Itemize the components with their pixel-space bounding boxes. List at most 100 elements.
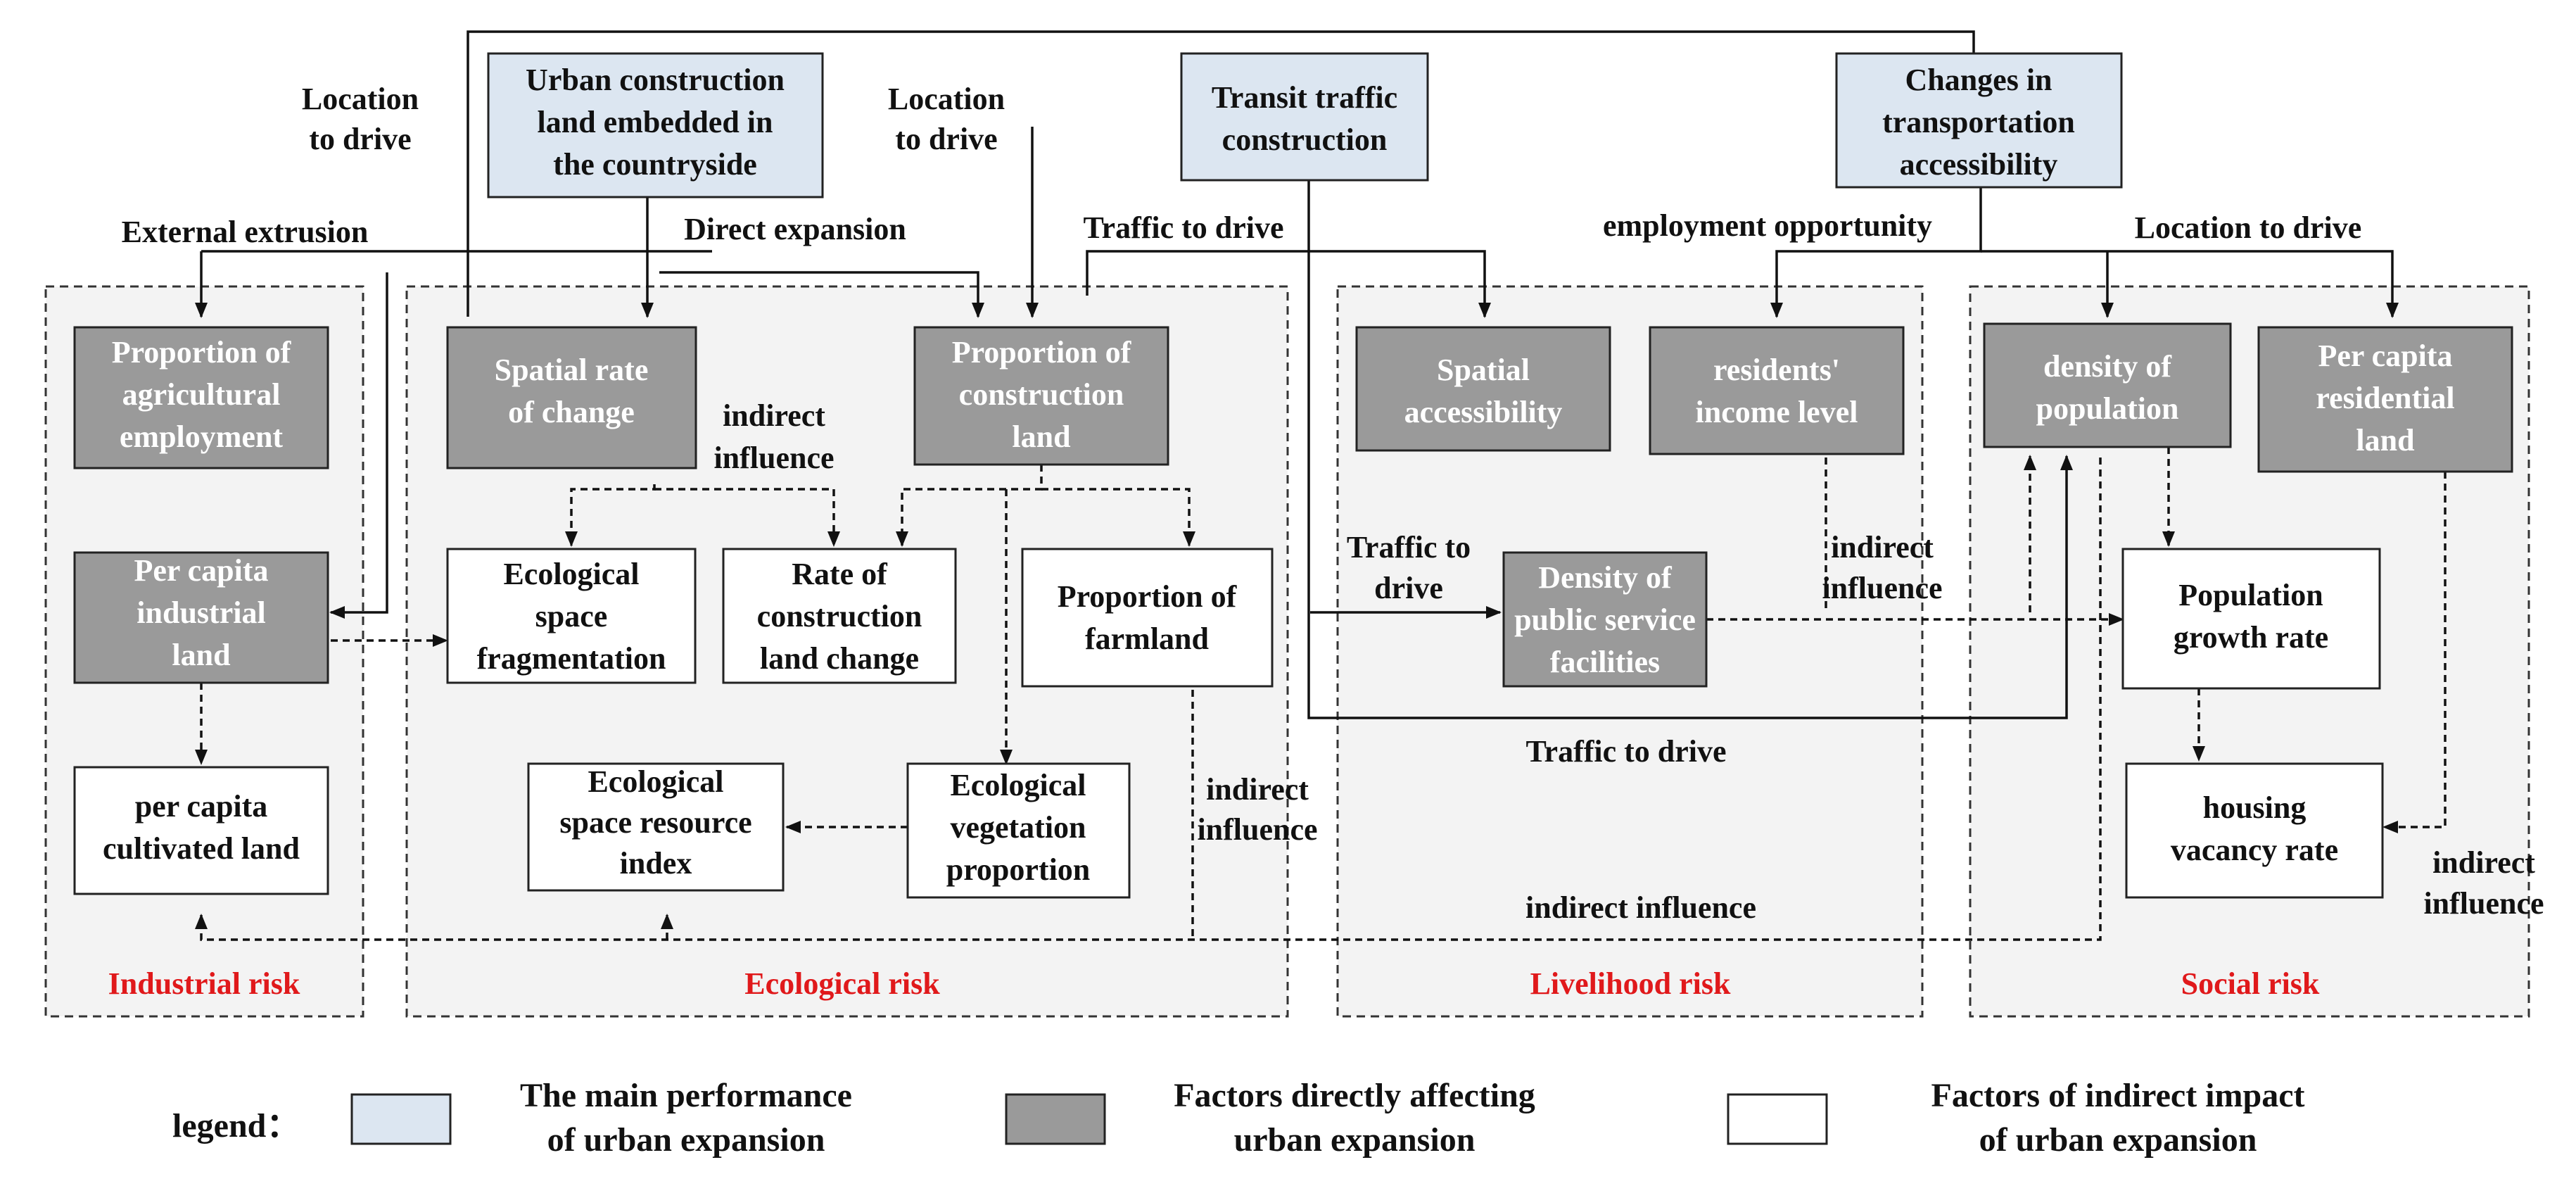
node-spatial-accessibility: Spatial accessibility — [1355, 326, 1611, 452]
node-label: the countryside — [553, 147, 757, 182]
node-label: index — [620, 846, 692, 881]
node-label: land — [172, 638, 230, 672]
node-label: construction — [1222, 122, 1388, 157]
node-label: Spatial — [1437, 353, 1530, 387]
node-per-capita-industrial: Per capita industrial land — [73, 551, 329, 684]
edge-label-location-drive-2: Location — [888, 82, 1005, 116]
legend-swatch-direct — [1005, 1093, 1106, 1145]
node-urban-construction: Urban construction land embedded in the … — [487, 52, 824, 198]
node-density-public-service: Density of public service facilities — [1502, 551, 1708, 688]
node-label: Urban construction — [526, 63, 785, 97]
node-density-population: density of population — [1983, 322, 2232, 448]
node-rate-construction-change: Rate of construction land change — [722, 548, 957, 684]
edge-label-traffic-drive-bottom: Traffic to drive — [1525, 734, 1726, 769]
node-label: residents' — [1713, 353, 1840, 387]
edge-label-indirect-4: indirect influence — [1525, 890, 1756, 925]
node-label: growth rate — [2174, 620, 2328, 655]
edge-label-indirect-3b: influence — [1197, 812, 1317, 847]
risk-label-ecological: Ecological risk — [744, 966, 940, 1001]
node-label: vacancy rate — [2171, 833, 2338, 867]
node-label: Changes in — [1905, 63, 2052, 97]
edge-labels: Location to drive Location to drive Exte… — [122, 82, 2544, 925]
edge-label-traffic-drive-top: Traffic to drive — [1083, 210, 1283, 245]
node-residents-income: residents' income level — [1649, 326, 1905, 455]
node-population-growth: Population growth rate — [2121, 548, 2381, 690]
node-label: population — [2036, 391, 2179, 426]
node-label: residential — [2316, 381, 2454, 415]
edge-label-direct-expansion: Direct expansion — [684, 212, 906, 246]
node-label: of change — [508, 395, 635, 429]
node-label: accessibility — [1900, 147, 2058, 182]
node-label: industrial — [137, 595, 265, 630]
node-label: per capita — [135, 789, 268, 824]
legend-title: legend： — [172, 1107, 300, 1144]
node-label: land — [1012, 419, 1070, 454]
legend-indirect-line1: Factors of indirect impact — [1931, 1077, 2305, 1114]
node-label: Proportion of — [1058, 579, 1238, 614]
node-prop-farmland: Proportion of farmland — [1021, 548, 1274, 688]
legend-swatch-main — [350, 1093, 452, 1145]
node-label: density of — [2043, 349, 2172, 384]
node-label: Per capita — [134, 553, 268, 588]
node-label: agricultural — [122, 377, 281, 412]
legend-direct-line1: Factors directly affecting — [1174, 1077, 1535, 1114]
legend-direct-line2: urban expansion — [1234, 1121, 1476, 1159]
node-eco-space-resource: Ecological space resource index — [527, 762, 785, 892]
node-label: cultivated land — [103, 831, 300, 866]
node-transit-traffic: Transit traffic construction — [1180, 52, 1429, 182]
legend-main-line2: of urban expansion — [547, 1121, 825, 1159]
node-label: employment — [120, 419, 284, 454]
edge-label-location-drive-3: Location to drive — [2135, 210, 2362, 245]
node-label: land embedded in — [538, 105, 773, 139]
node-housing-vacancy: housing vacancy rate — [2125, 762, 2384, 899]
node-label: Ecological — [588, 764, 723, 799]
edge-label-indirect-5b: influence — [2423, 886, 2544, 921]
node-label: public service — [1514, 603, 1696, 637]
edge-label-external-extrusion: External extrusion — [122, 215, 369, 249]
edge-label-indirect-3: indirect — [1206, 772, 1309, 807]
edge-label-location-drive-2b: to drive — [895, 122, 997, 156]
risk-label-social: Social risk — [2181, 966, 2320, 1001]
edge-label-traffic-drive-midb: drive — [1374, 571, 1443, 605]
edge-label-location-drive-1b: to drive — [309, 122, 411, 156]
node-label: vegetation — [950, 810, 1086, 845]
node-label: land — [2356, 423, 2414, 458]
node-label: space — [535, 599, 608, 633]
edge-label-indirect-2: indirect — [1831, 530, 1934, 564]
node-label: income level — [1696, 395, 1858, 429]
risk-label-industrial: Industrial risk — [108, 966, 300, 1001]
node-label: Density of — [1538, 560, 1673, 595]
node-changes-transport: Changes in transportation accessibility — [1835, 52, 2123, 189]
node-label: space resource — [559, 805, 751, 840]
node-per-capita-residential: Per capita residential land — [2257, 326, 2513, 473]
edge-label-indirect-1b: influence — [713, 441, 834, 475]
node-label: proportion — [946, 852, 1091, 887]
node-label: Ecological — [503, 557, 639, 591]
node-per-capita-cultivated: per capita cultivated land — [73, 766, 329, 895]
node-label: Proportion of — [112, 335, 292, 370]
node-label: Ecological — [950, 768, 1086, 802]
legend-main-line1: The main performance — [520, 1077, 852, 1114]
node-label: Proportion of — [952, 335, 1132, 370]
node-label: Spatial rate — [495, 353, 649, 387]
node-label: Transit traffic — [1212, 80, 1397, 115]
node-label: facilities — [1550, 645, 1660, 679]
edge-label-indirect-2b: influence — [1822, 571, 1942, 605]
node-prop-construction-land: Proportion of construction land — [913, 326, 1169, 466]
node-label: construction — [959, 377, 1124, 412]
legend: legend： The main performance of urban ex… — [172, 1077, 2305, 1159]
node-eco-space-fragmentation: Ecological space fragmentation — [446, 548, 697, 684]
edge-label-indirect-1: indirect — [723, 398, 825, 433]
node-label: housing — [2203, 790, 2307, 825]
node-eco-vegetation: Ecological vegetation proportion — [906, 762, 1131, 899]
node-label: Population — [2178, 578, 2323, 612]
connectors — [195, 30, 2447, 941]
node-label: construction — [757, 599, 922, 633]
node-label: fragmentation — [477, 641, 666, 676]
node-label: land change — [760, 641, 919, 676]
node-prop-agri-employment: Proportion of agricultural employment — [73, 326, 329, 469]
node-label: accessibility — [1404, 395, 1563, 429]
node-label: farmland — [1085, 622, 1209, 656]
edge-label-location-drive-1: Location — [302, 82, 419, 116]
